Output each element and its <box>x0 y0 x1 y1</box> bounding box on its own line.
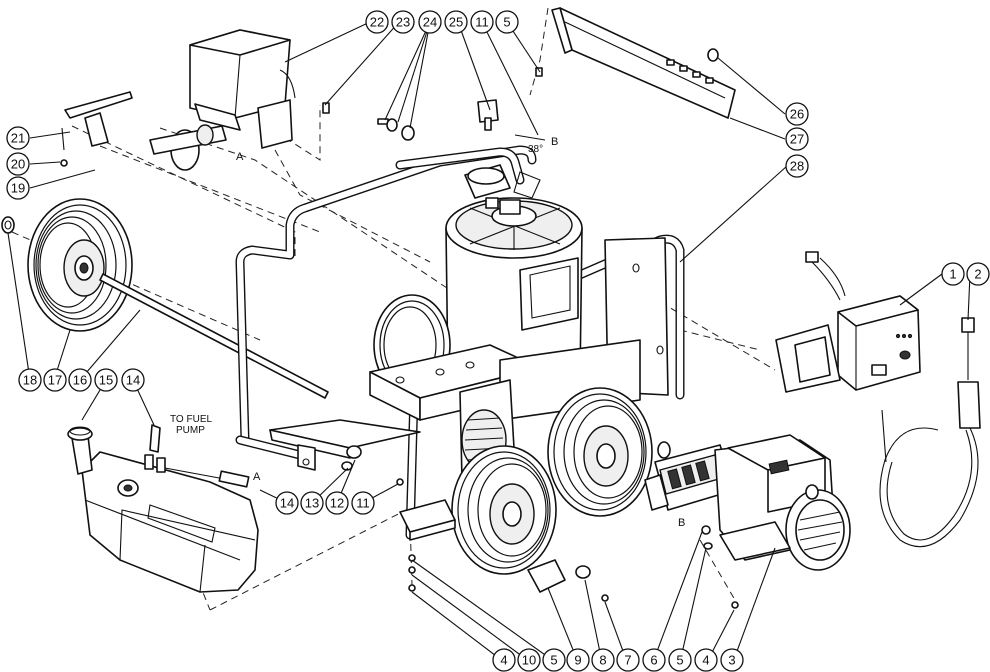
svg-text:24: 24 <box>423 15 437 30</box>
callout-10: 10 <box>517 648 541 672</box>
callout-21: 21 <box>6 126 30 150</box>
callout-25: 25 <box>444 10 468 34</box>
svg-text:5: 5 <box>676 653 683 668</box>
svg-text:11: 11 <box>475 15 489 30</box>
caster-bracket <box>399 499 456 541</box>
svg-text:18: 18 <box>23 373 37 388</box>
svg-text:14: 14 <box>126 373 140 388</box>
callout-12: 12 <box>325 491 349 515</box>
svg-text:5: 5 <box>503 15 510 30</box>
svg-text:27: 27 <box>790 132 804 147</box>
note-fuel-pump: PUMP <box>176 425 205 436</box>
mount-bracket <box>60 91 133 167</box>
svg-text:6: 6 <box>650 653 657 668</box>
svg-text:14: 14 <box>280 496 294 511</box>
note-angle: 38° <box>528 144 543 155</box>
svg-text:22: 22 <box>370 15 384 30</box>
ref-a-top: A <box>236 151 244 163</box>
callout-6: 6 <box>642 648 666 672</box>
callout-23: 23 <box>391 10 415 34</box>
callout-11-mid: 11 <box>351 491 375 515</box>
callout-5-top: 5 <box>495 10 519 34</box>
top-cover-panel <box>551 7 736 119</box>
svg-text:8: 8 <box>599 653 606 668</box>
callout-5-bottom-left: 5 <box>542 648 566 672</box>
callout-11-top: 11 <box>470 10 494 34</box>
svg-text:21: 21 <box>11 131 25 146</box>
callout-14-left: 14 <box>121 368 145 392</box>
ref-a-bottom: A <box>253 471 261 483</box>
callout-15: 15 <box>94 368 118 392</box>
svg-text:4: 4 <box>500 653 507 668</box>
callout-8: 8 <box>591 648 615 672</box>
svg-text:28: 28 <box>790 159 804 174</box>
svg-text:17: 17 <box>48 373 62 388</box>
callout-group: 22 23 24 25 11 5 26 27 28 21 20 19 1 2 1… <box>6 10 990 672</box>
pump-assembly <box>644 441 736 511</box>
callout-3: 3 <box>720 648 744 672</box>
callout-4-bottom-left: 4 <box>492 648 516 672</box>
motor <box>714 434 851 571</box>
axle-rod <box>99 273 329 399</box>
callout-28: 28 <box>785 154 809 178</box>
svg-text:9: 9 <box>574 653 581 668</box>
svg-text:25: 25 <box>449 15 463 30</box>
callout-9: 9 <box>566 648 590 672</box>
svg-text:19: 19 <box>11 181 25 196</box>
callout-19: 19 <box>6 176 30 200</box>
front-wheel-center <box>451 445 557 575</box>
svg-text:1: 1 <box>949 267 956 282</box>
callout-4-bottom-right: 4 <box>694 648 718 672</box>
assembly-dashed-lines <box>11 7 776 611</box>
callout-2: 2 <box>966 262 990 286</box>
fuel-tank <box>67 424 259 593</box>
svg-text:23: 23 <box>396 15 410 30</box>
callout-27: 27 <box>785 127 809 151</box>
fuel-pump-assembly <box>149 29 296 171</box>
svg-text:4: 4 <box>702 653 709 668</box>
callout-18: 18 <box>18 368 42 392</box>
front-wheel-right <box>547 387 653 517</box>
callout-16: 16 <box>68 368 92 392</box>
svg-text:3: 3 <box>728 653 735 668</box>
note-to-fuel: TO FUEL <box>170 414 212 425</box>
callout-5-bottom-right: 5 <box>668 648 692 672</box>
callout-26: 26 <box>785 102 809 126</box>
callout-22: 22 <box>365 10 389 34</box>
svg-text:2: 2 <box>974 267 981 282</box>
left-wheel <box>27 198 133 332</box>
svg-text:12: 12 <box>330 496 344 511</box>
svg-text:15: 15 <box>99 373 113 388</box>
callout-20: 20 <box>6 152 30 176</box>
svg-text:16: 16 <box>73 373 87 388</box>
callout-24: 24 <box>418 10 442 34</box>
power-cord <box>879 317 981 548</box>
ref-b-top: B <box>551 136 558 148</box>
callout-1: 1 <box>941 262 965 286</box>
svg-text:11: 11 <box>356 496 370 511</box>
control-box <box>775 251 921 393</box>
axle-nut-left <box>1 216 15 234</box>
callout-7: 7 <box>616 648 640 672</box>
svg-text:7: 7 <box>624 653 631 668</box>
svg-text:20: 20 <box>11 157 25 172</box>
diagram-notes: TO FUEL PUMP 38° A A B B <box>170 136 685 529</box>
svg-text:5: 5 <box>550 653 557 668</box>
svg-text:13: 13 <box>305 496 319 511</box>
top-hardware <box>322 67 546 141</box>
svg-text:26: 26 <box>790 107 804 122</box>
leader-lines <box>7 21 971 663</box>
callout-17: 17 <box>43 368 67 392</box>
callout-13: 13 <box>300 491 324 515</box>
ref-b-bottom: B <box>678 517 685 529</box>
lower-hardware <box>341 445 739 609</box>
callout-14-mid: 14 <box>275 491 299 515</box>
svg-text:10: 10 <box>522 653 536 668</box>
